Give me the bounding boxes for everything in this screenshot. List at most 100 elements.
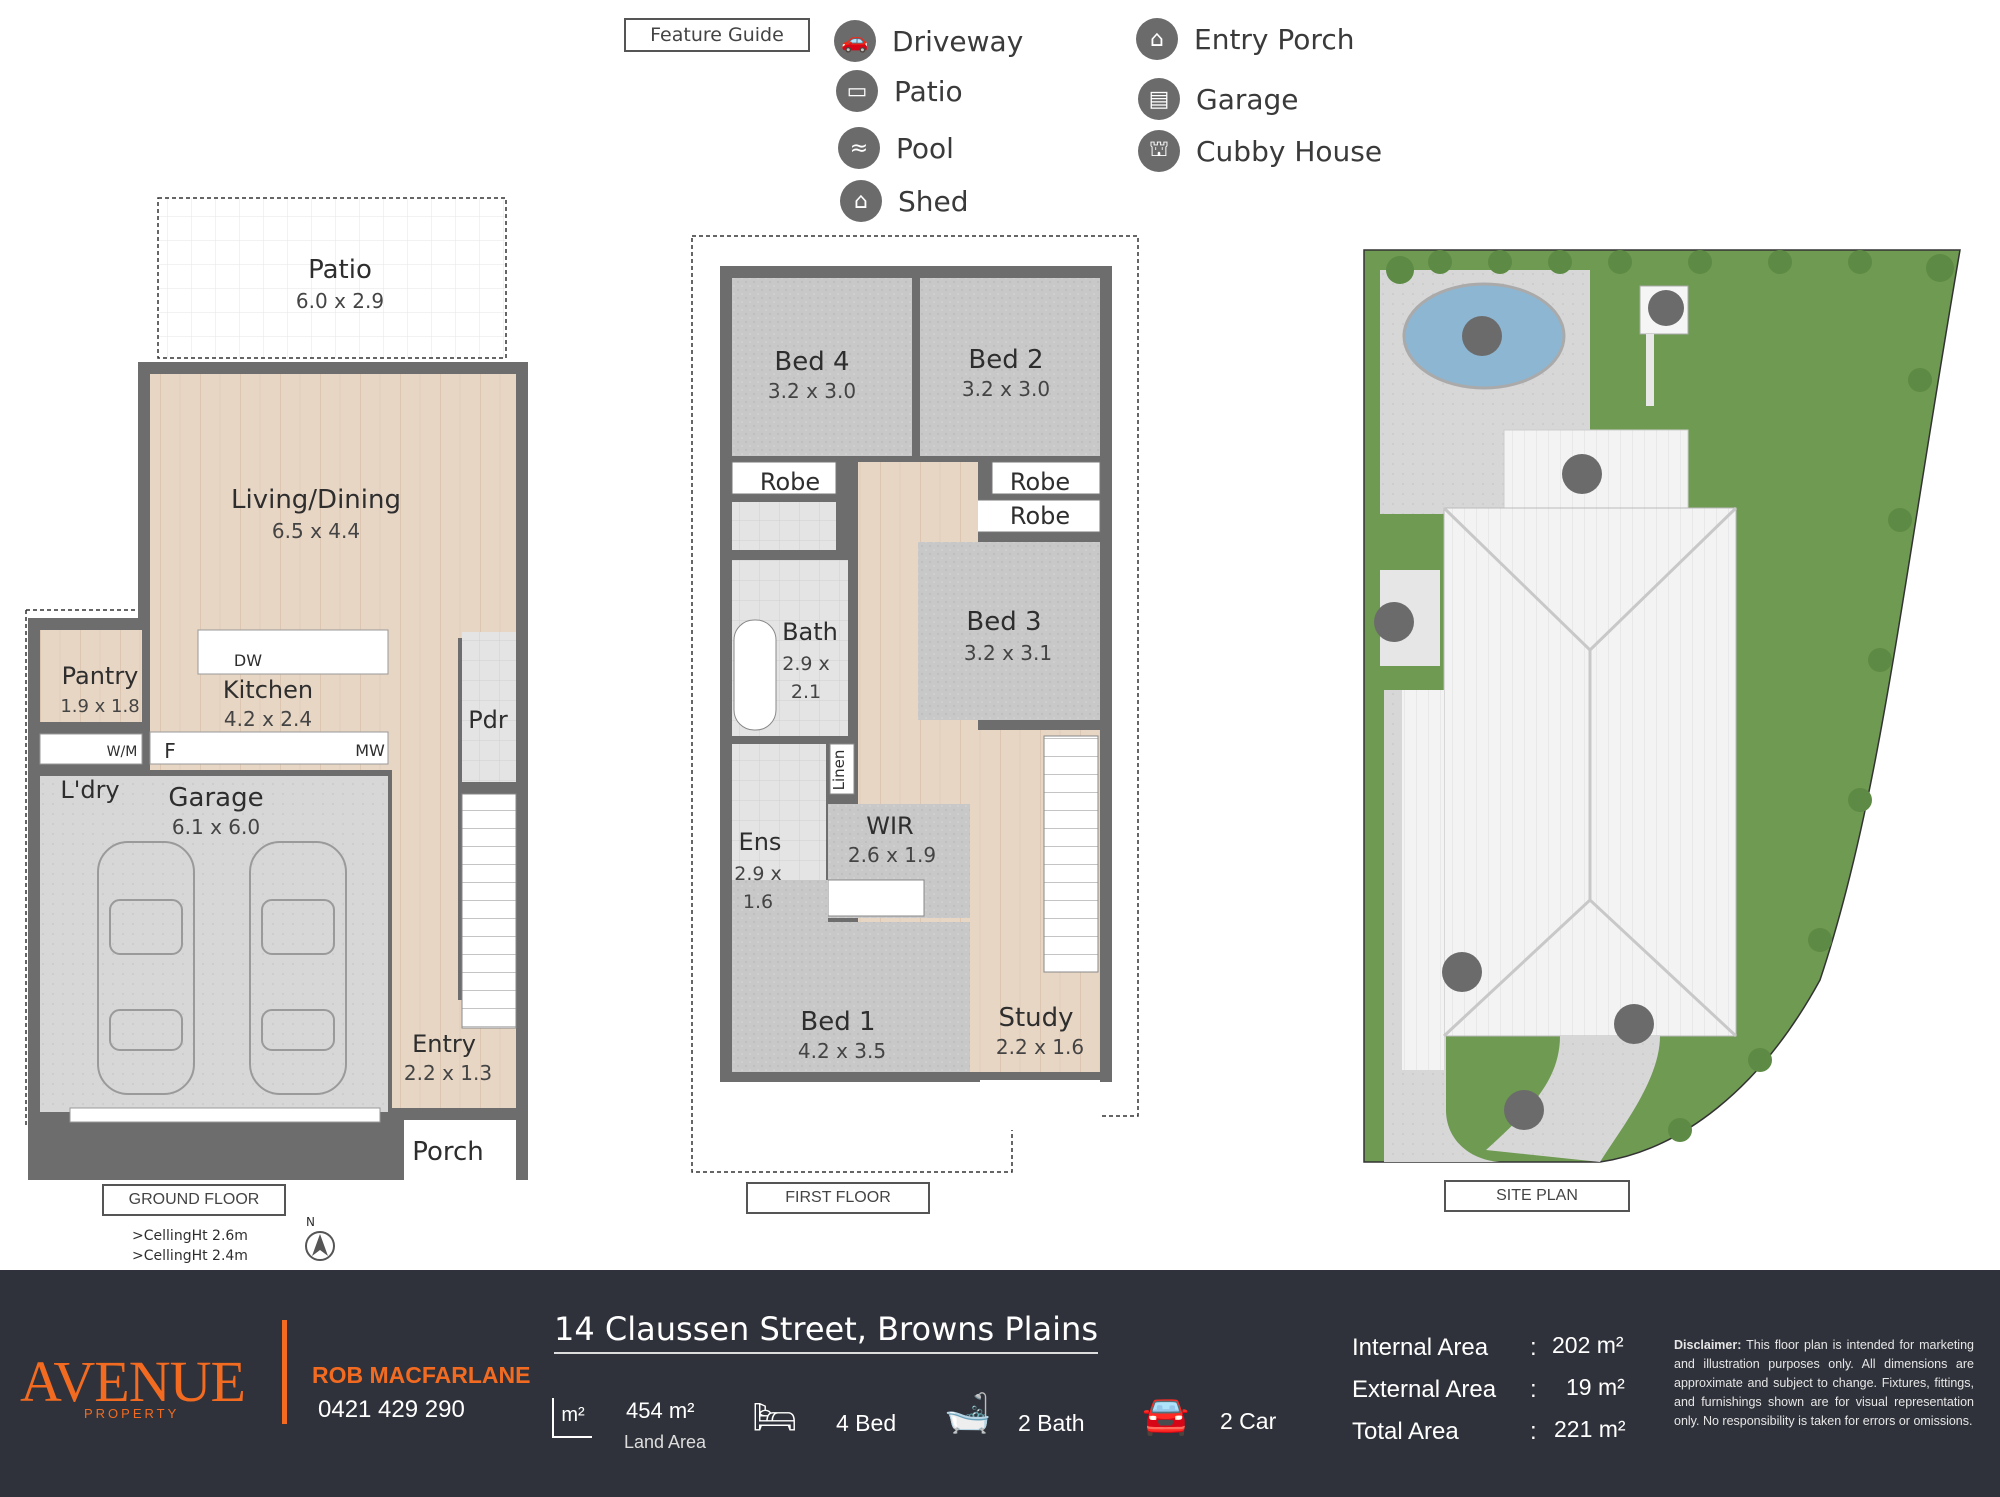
total-area-label: Total Area: [1352, 1418, 1459, 1445]
legend-label: Garage: [1196, 82, 1299, 116]
legend-garage: ▤ Garage: [1138, 78, 1299, 120]
bed4-dim: 3.2 x 3.0: [768, 379, 856, 403]
land-area-value: 454 m²: [626, 1398, 695, 1423]
pdr-name: Pdr: [468, 706, 508, 734]
entry-dim: 2.2 x 1.3: [404, 1061, 492, 1085]
first-floor-plan: Bed 4 3.2 x 3.0 Bed 2 3.2 x 3.0 Robe Rob…: [691, 235, 1139, 1173]
car-icon: 🚘: [1142, 1395, 1190, 1437]
site-shed-marker: [1374, 602, 1414, 642]
legend-label: Entry Porch: [1194, 22, 1355, 56]
disclaimer-text: This floor plan is intended for marketin…: [1674, 1338, 1974, 1428]
living-dim: 6.5 x 4.4: [272, 519, 360, 543]
ens-dim-2: 1.6: [743, 891, 773, 913]
site-patio-marker: [1562, 454, 1602, 494]
brand-divider: [282, 1320, 287, 1424]
north-label: N: [306, 1215, 315, 1229]
entry-name: Entry: [412, 1030, 476, 1058]
wir-dim: 2.6 x 1.9: [848, 843, 936, 867]
legend-label: Shed: [898, 184, 969, 218]
study-dim: 2.2 x 1.6: [996, 1035, 1084, 1059]
garage-icon: ▤: [1138, 78, 1180, 120]
linen-name: Linen: [830, 750, 848, 791]
porch-floor: [404, 1120, 516, 1180]
pantry-floor: [40, 630, 142, 722]
plans-svg: Patio 6.0 x 2.9 Living/Dining 6.5 x 4.4 …: [25, 197, 1961, 1264]
footer-bar: AVENUE PROPERTY ROB MACFARLANE 0421 429 …: [0, 1270, 2000, 1497]
legend-cubby-house: ⛫ Cubby House: [1138, 130, 1382, 172]
patio-icon: ▭: [836, 70, 878, 112]
brand-sub: PROPERTY: [84, 1406, 180, 1421]
site-cubby-marker: [1648, 290, 1684, 326]
garage-dim: 6.1 x 6.0: [172, 815, 260, 839]
garage-name: Garage: [168, 783, 263, 813]
dishwasher-label: DW: [234, 651, 262, 670]
site-driveway-marker: [1504, 1090, 1544, 1130]
patio-name: Patio: [308, 255, 372, 285]
patio-area: [157, 197, 507, 359]
legend-patio: ▭ Patio: [836, 70, 963, 112]
external-area-value: 19 m²: [1566, 1374, 1625, 1400]
wir-name: WIR: [866, 812, 913, 840]
kitchen-dim: 4.2 x 2.4: [224, 707, 312, 731]
study-name: Study: [998, 1003, 1073, 1033]
feature-guide-title: Feature Guide: [624, 18, 810, 52]
legend-pool: ≈ Pool: [838, 127, 954, 169]
robe-a-name: Robe: [760, 468, 820, 496]
ground-stairs: [461, 793, 517, 1029]
property-address: 14 Claussen Street, Browns Plains: [554, 1310, 1098, 1354]
legend-label: Patio: [894, 74, 963, 108]
bath-dim-1: 2.9 x: [782, 653, 830, 675]
bath-dim-2: 2.1: [791, 681, 821, 703]
bed3-dim: 3.2 x 3.1: [964, 641, 1052, 665]
first-floor-tag: FIRST FLOOR: [746, 1182, 930, 1214]
legend-label: Pool: [896, 131, 954, 165]
brand-logo: AVENUE: [20, 1349, 246, 1414]
patio-dim: 6.0 x 2.9: [296, 289, 384, 313]
disclaimer: Disclaimer: This floor plan is intended …: [1674, 1336, 1974, 1431]
total-area-value: 221 m²: [1554, 1416, 1626, 1442]
bed2-floor: [920, 278, 1100, 456]
ground-floor-plan: Patio 6.0 x 2.9 Living/Dining 6.5 x 4.4 …: [25, 197, 528, 1264]
site-plan: [1363, 249, 1961, 1163]
bed1-name: Bed 1: [800, 1007, 875, 1037]
bed1-dim: 4.2 x 3.5: [798, 1039, 886, 1063]
robe-b-name: Robe: [1010, 468, 1070, 496]
bed4-name: Bed 4: [774, 347, 849, 377]
living-dining-floor: [150, 374, 516, 638]
kitchen-name: Kitchen: [223, 676, 313, 704]
bed4-floor: [732, 278, 912, 456]
ens-dim-1: 2.9 x: [734, 863, 782, 885]
north-arrow-icon: N: [305, 1215, 335, 1261]
fridge-label: F: [164, 739, 176, 763]
bed3-floor: [918, 542, 1100, 720]
internal-area-colon: :: [1530, 1334, 1537, 1361]
agent-name: ROB MACFARLANE: [312, 1362, 531, 1388]
bath-icon: 🛁: [944, 1393, 992, 1435]
car-outline-right: [249, 841, 347, 1095]
ceiling-height-1: >CellingHt 2.6m: [132, 1228, 248, 1244]
washing-machine-label: W/M: [107, 744, 138, 760]
pantry-name: Pantry: [62, 662, 139, 690]
pantry-dim: 1.9 x 1.8: [60, 696, 139, 717]
bed-icon: 🛏: [752, 1396, 798, 1437]
car-icon: 🚗: [834, 20, 876, 62]
legend-label: Driveway: [892, 24, 1024, 58]
laundry-name: L'dry: [60, 776, 119, 804]
legend-label: Cubby House: [1196, 134, 1383, 168]
legend-entry-porch: ⌂ Entry Porch: [1136, 18, 1354, 60]
ground-floor-tag: GROUND FLOOR: [102, 1184, 286, 1216]
microwave-label: MW: [355, 741, 385, 760]
cubby-icon: ⛫: [1138, 130, 1180, 172]
land-area-icon: m²: [552, 1398, 592, 1438]
beds-count: 4 Bed: [836, 1410, 897, 1436]
pool-icon: ≈: [838, 127, 880, 169]
bed2-dim: 3.2 x 3.0: [962, 377, 1050, 401]
bed1-floor: [732, 922, 970, 1072]
pdr-floor: [462, 632, 516, 782]
porch-icon: ⌂: [1136, 18, 1178, 60]
ens-name: Ens: [739, 828, 782, 856]
bed2-name: Bed 2: [968, 345, 1043, 375]
legend-driveway: 🚗 Driveway: [834, 20, 1023, 62]
shed-icon: ⌂: [840, 180, 882, 222]
